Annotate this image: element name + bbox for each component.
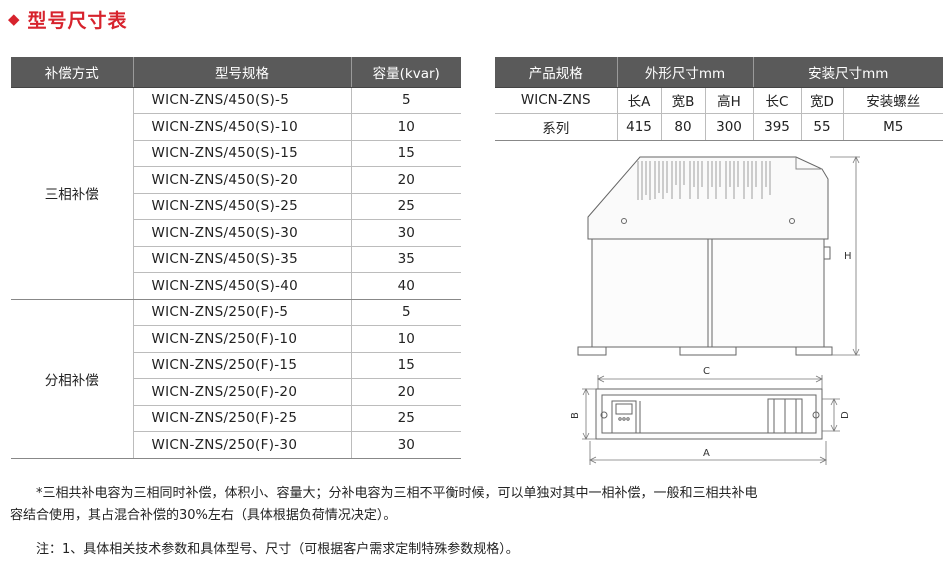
- capacity-cell: 20: [351, 378, 461, 406]
- table-header-row: 产品规格 外形尺寸mm 安装尺寸mm: [495, 57, 943, 88]
- note1-line2: 容结合使用，其占混合补偿的30%左右（具体根据负荷情况决定）。: [10, 508, 397, 523]
- header-outline-dimensions: 外形尺寸mm: [617, 57, 754, 88]
- model-cell: WICN-ZNS/450(S)-15: [133, 140, 352, 167]
- label-a: A: [703, 448, 710, 459]
- model-cell: WICN-ZNS/250(F)-15: [133, 352, 352, 379]
- capacitor-dimension-drawing: H C A B D: [570, 156, 860, 465]
- model-cell: WICN-ZNS/450(S)-30: [133, 219, 352, 247]
- subheader-height-h: 高H: [705, 87, 754, 114]
- model-cell: WICN-ZNS/450(S)-20: [133, 166, 352, 194]
- dimension-table: 产品规格 外形尺寸mm 安装尺寸mm WICN-ZNS 长A 宽B 高H 长C …: [495, 57, 943, 141]
- label-b: B: [570, 412, 581, 419]
- capacity-cell: 15: [351, 140, 461, 167]
- cooling-fins: [637, 161, 771, 200]
- note-customization: 注：1、具体相关技术参数和具体型号、尺寸（可根据客户需求定制特殊参数规格）。: [36, 542, 519, 557]
- model-cell: WICN-ZNS/250(F)-5: [133, 299, 352, 326]
- model-cell: WICN-ZNS/250(F)-10: [133, 325, 352, 353]
- screw-icon: [789, 218, 795, 224]
- subheader-width-d: 宽D: [801, 87, 844, 114]
- front-view: [577, 156, 833, 356]
- note-compensation: *三相共补电容为三相同时补偿，体积小、容量大；分补电容为三相不平衡时候，可以单独…: [10, 483, 941, 527]
- capacity-cell: 20: [351, 166, 461, 194]
- header-product-spec: 产品规格: [495, 57, 618, 88]
- model-cell: WICN-ZNS/250(F)-20: [133, 378, 352, 406]
- compensation-mode-cell: 三相补偿: [11, 87, 134, 300]
- product-name-line1: WICN-ZNS: [495, 87, 618, 114]
- model-cell: WICN-ZNS/250(F)-30: [133, 431, 352, 459]
- capacity-cell: 25: [351, 193, 461, 220]
- dimension-d: [822, 398, 840, 432]
- dimension-b: [582, 388, 596, 440]
- model-cell: WICN-ZNS/450(S)-40: [133, 272, 352, 300]
- capacity-cell: 15: [351, 352, 461, 379]
- model-cell: WICN-ZNS/450(S)-10: [133, 113, 352, 141]
- header-capacity: 容量(kvar): [351, 57, 461, 88]
- table-row: 系列 415 80 300 395 55 M5: [495, 113, 943, 141]
- value-width-b: 80: [661, 113, 706, 141]
- subheader-screw: 安装螺丝: [843, 87, 943, 114]
- subheader-width-b: 宽B: [661, 87, 706, 114]
- capacity-cell: 35: [351, 246, 461, 273]
- header-install-dimensions: 安装尺寸mm: [753, 57, 943, 88]
- table-header-row: 补偿方式 型号规格 容量(kvar): [11, 57, 461, 88]
- terminal-icon: [823, 246, 831, 260]
- capacity-cell: 30: [351, 431, 461, 459]
- diamond-icon: ◆: [8, 10, 20, 28]
- screw-icon: [621, 218, 627, 224]
- section-title-text: 型号尺寸表: [27, 9, 128, 32]
- model-cell: WICN-ZNS/450(S)-5: [133, 87, 352, 114]
- mount-hole-icon: [812, 411, 820, 419]
- display-screen-icon: [615, 403, 633, 415]
- capacity-cell: 5: [351, 299, 461, 326]
- top-view: [595, 388, 823, 440]
- section-title: ◆ 型号尺寸表: [8, 6, 128, 32]
- value-screw: M5: [843, 113, 943, 141]
- value-length-a: 415: [617, 113, 662, 141]
- value-width-d: 55: [801, 113, 844, 141]
- model-cell: WICN-ZNS/450(S)-35: [133, 246, 352, 273]
- value-length-c: 395: [753, 113, 802, 141]
- label-h: H: [844, 251, 852, 262]
- capacity-cell: 40: [351, 272, 461, 300]
- capacity-cell: 30: [351, 219, 461, 247]
- mount-hole-icon: [600, 411, 608, 419]
- compensation-mode-cell: 分相补偿: [11, 299, 134, 459]
- model-cell: WICN-ZNS/250(F)-25: [133, 405, 352, 432]
- capacity-cell: 5: [351, 87, 461, 114]
- subheader-length-c: 长C: [753, 87, 802, 114]
- note1-line1: *三相共补电容为三相同时补偿，体积小、容量大；分补电容为三相不平衡时候，可以单独…: [36, 486, 758, 501]
- product-name-line2: 系列: [495, 113, 618, 141]
- capacity-cell: 25: [351, 405, 461, 432]
- table-row: WICN-ZNS 长A 宽B 高H 长C 宽D 安装螺丝: [495, 87, 943, 114]
- value-height-h: 300: [705, 113, 754, 141]
- dimension-c: [597, 375, 823, 389]
- header-model-spec: 型号规格: [133, 57, 352, 88]
- header-compensation-mode: 补偿方式: [11, 57, 134, 88]
- subheader-length-a: 长A: [617, 87, 662, 114]
- dimension-a: [589, 441, 827, 465]
- label-c: C: [703, 366, 710, 377]
- label-d: D: [840, 411, 851, 419]
- model-cell: WICN-ZNS/450(S)-25: [133, 193, 352, 220]
- dimension-h: [830, 156, 860, 356]
- capacity-cell: 10: [351, 325, 461, 353]
- capacity-cell: 10: [351, 113, 461, 141]
